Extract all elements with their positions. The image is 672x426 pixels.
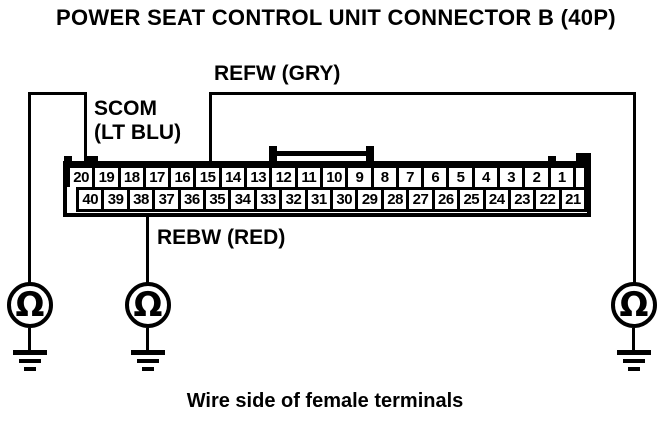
ohmmeter-circle-icon: Ω <box>125 282 171 328</box>
ground-stem <box>28 328 31 350</box>
ground-bar <box>623 359 645 363</box>
pin-cell: 34 <box>228 187 257 212</box>
refw-wire-vertical-right <box>633 92 636 283</box>
rebw-wire-vertical <box>146 215 149 283</box>
pin-cell: 21 <box>558 187 588 212</box>
wire-label-rebw: REBW (RED) <box>157 226 286 249</box>
pin-cell: 22 <box>533 187 562 212</box>
wire-label-scom-line2: (LT BLU) <box>94 121 182 144</box>
ground-bar <box>24 367 36 371</box>
refw-wire-vertical-to-pin15 <box>209 92 212 164</box>
housing-tab-right-corner-icon <box>576 153 591 162</box>
pin-cell: 33 <box>253 187 283 212</box>
pin-cell: 40 <box>76 187 105 212</box>
connector-latch-bar-icon <box>273 151 373 156</box>
connector-latch-post-right-icon <box>366 146 374 162</box>
caption: Wire side of female terminals <box>186 390 464 412</box>
refw-wire-horizontal <box>209 92 636 95</box>
ground-stem <box>632 328 635 350</box>
pin-cell: 31 <box>304 187 334 212</box>
ground-bar <box>628 367 640 371</box>
wire-label-scom: SCOM (LT BLU) <box>94 97 181 145</box>
scom-wire-vertical-to-pin20 <box>84 92 87 164</box>
pin-cell: 37 <box>152 187 181 212</box>
pin-cell: 11 <box>294 165 323 190</box>
pin-cell: 29 <box>355 187 384 212</box>
omega-symbol: Ω <box>15 285 45 325</box>
wire-label-refw: REFW (GRY) <box>214 62 341 85</box>
scom-wire-horizontal <box>28 92 87 95</box>
pin-cell: 38 <box>126 187 156 212</box>
pin-cell: 6 <box>421 165 450 190</box>
ground-bar <box>13 350 47 355</box>
ground-bar <box>131 350 165 355</box>
ground-bar <box>137 359 159 363</box>
ohmmeter-right: Ω <box>611 282 657 374</box>
pin-cell: 36 <box>177 187 207 212</box>
scom-wire-vertical-left <box>28 92 31 283</box>
pin-cell: 26 <box>431 187 461 212</box>
ground-stem <box>146 328 149 350</box>
pin-cell: 7 <box>395 165 425 190</box>
pin-cell: 39 <box>101 187 130 212</box>
ground-icon <box>7 328 53 374</box>
housing-tab-right-icon <box>548 156 556 162</box>
pin-cell: 23 <box>507 187 537 212</box>
ground-bar <box>19 359 41 363</box>
ground-icon <box>611 328 657 374</box>
ohmmeter-middle: Ω <box>125 282 171 374</box>
pin-cell: 12 <box>269 165 298 190</box>
wire-label-scom-line1: SCOM <box>94 97 157 120</box>
ground-icon <box>125 328 171 374</box>
ground-bar <box>617 350 651 355</box>
omega-symbol: Ω <box>619 285 649 325</box>
pin-cell: 30 <box>330 187 359 212</box>
pin-cell: 28 <box>380 187 410 212</box>
pin-cell: 18 <box>117 165 146 190</box>
ohmmeter-left: Ω <box>7 282 53 374</box>
connector-latch-post-left-icon <box>269 146 277 162</box>
housing-tab-left-corner-icon <box>64 156 72 162</box>
pin-cell: 25 <box>457 187 486 212</box>
ohmmeter-circle-icon: Ω <box>7 282 53 328</box>
pin-cell: 24 <box>482 187 511 212</box>
diagram-title: POWER SEAT CONTROL UNIT CONNECTOR B (40P… <box>56 5 616 30</box>
pin-cell: 35 <box>203 187 232 212</box>
omega-symbol: Ω <box>133 285 163 325</box>
pin-cell: 8 <box>370 165 399 190</box>
ground-bar <box>142 367 154 371</box>
housing-tab-left-icon <box>87 156 98 162</box>
blank-cell <box>67 187 76 212</box>
ohmmeter-circle-icon: Ω <box>611 282 657 328</box>
pin-cell: 27 <box>406 187 435 212</box>
pin-cell: 32 <box>279 187 308 212</box>
